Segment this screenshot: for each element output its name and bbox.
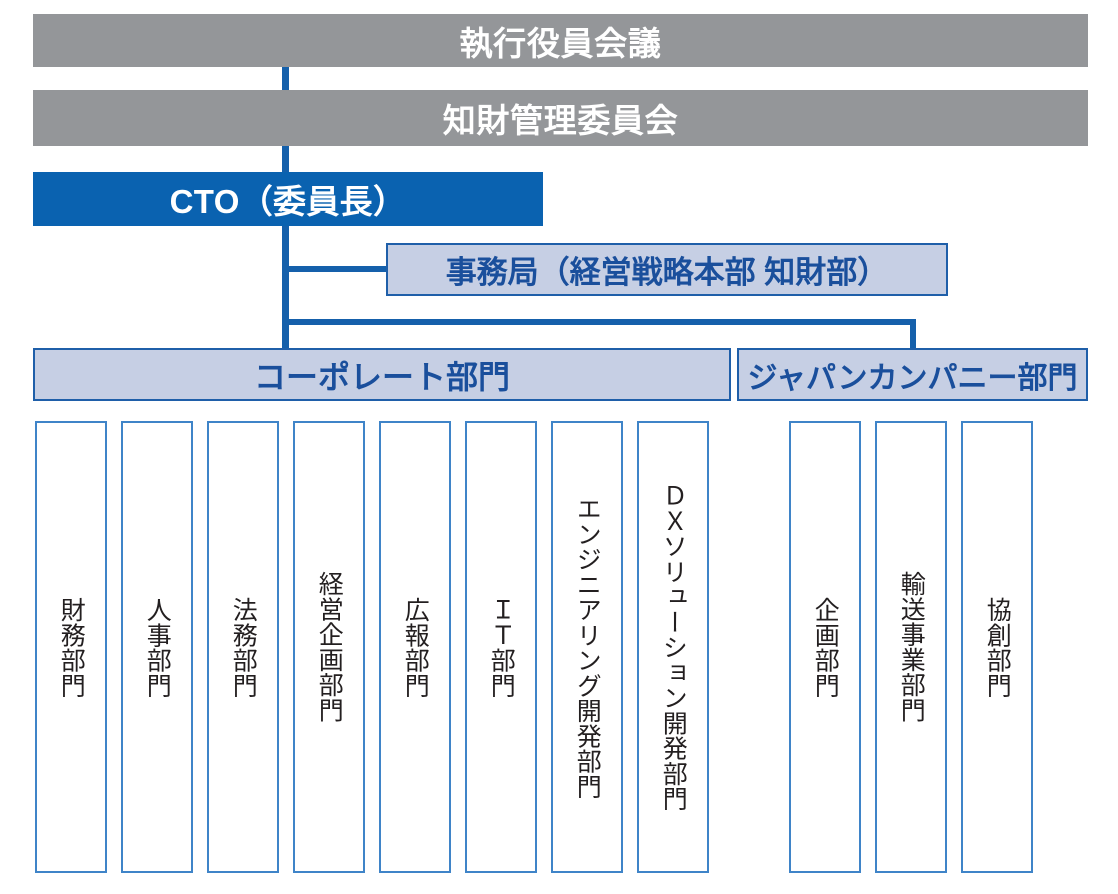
department-box: ＤＸソリューション開発部門 bbox=[637, 421, 709, 873]
division-header-japan-company-label: ジャパンカンパニー部門 bbox=[747, 361, 1078, 395]
connector-to-secretariat bbox=[286, 266, 388, 272]
secretariat-label: 事務局（経営戦略本部 知財部） bbox=[445, 255, 889, 290]
department-label: エンジニアリング開発部門 bbox=[573, 495, 603, 799]
ip-management-committee-bar: 知財管理委員会 bbox=[33, 90, 1088, 146]
department-box: 広報部門 bbox=[379, 421, 451, 873]
department-label: ＩＴ部門 bbox=[487, 596, 517, 698]
division-header-corporate-label: コーポレート部門 bbox=[253, 358, 510, 395]
cto-chairperson-label: CTO（委員長） bbox=[169, 183, 407, 220]
division-header-japan-company: ジャパンカンパニー部門 bbox=[737, 348, 1088, 401]
department-box: 企画部門 bbox=[789, 421, 861, 873]
ip-management-committee-label: 知財管理委員会 bbox=[442, 102, 679, 139]
department-box: 人事部門 bbox=[121, 421, 193, 873]
department-box: ＩＴ部門 bbox=[465, 421, 537, 873]
executive-officers-meeting-bar: 執行役員会議 bbox=[33, 14, 1088, 67]
department-box: エンジニアリング開発部門 bbox=[551, 421, 623, 873]
department-label: 協創部門 bbox=[983, 596, 1013, 698]
department-label: 広報部門 bbox=[401, 596, 431, 698]
department-box: 法務部門 bbox=[207, 421, 279, 873]
connector-bus-to-japan-company bbox=[910, 319, 916, 353]
connector-committee-to-cto bbox=[282, 146, 289, 174]
division-header-corporate: コーポレート部門 bbox=[33, 348, 731, 401]
department-box: 財務部門 bbox=[35, 421, 107, 873]
department-label: 法務部門 bbox=[229, 596, 259, 698]
cto-chairperson-box: CTO（委員長） bbox=[33, 172, 543, 226]
department-label: 人事部門 bbox=[143, 596, 173, 698]
connector-cto-trunk bbox=[282, 225, 289, 353]
department-label: 輸送事業部門 bbox=[897, 571, 927, 723]
department-label: 企画部門 bbox=[811, 596, 841, 698]
department-box: 輸送事業部門 bbox=[875, 421, 947, 873]
department-box: 協創部門 bbox=[961, 421, 1033, 873]
department-label: ＤＸソリューション開発部門 bbox=[659, 482, 689, 812]
executive-officers-meeting-label: 執行役員会議 bbox=[459, 24, 662, 62]
connector-exec-to-committee bbox=[282, 67, 289, 90]
connector-division-bus bbox=[286, 319, 916, 325]
department-box: 経営企画部門 bbox=[293, 421, 365, 873]
department-label: 経営企画部門 bbox=[315, 571, 345, 723]
department-label: 財務部門 bbox=[57, 596, 87, 698]
secretariat-box: 事務局（経営戦略本部 知財部） bbox=[386, 243, 948, 296]
